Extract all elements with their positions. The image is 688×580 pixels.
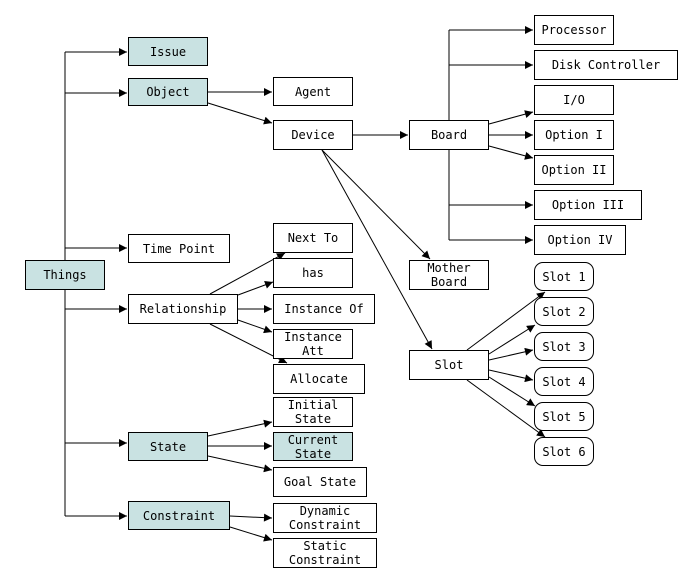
node-dynamic-constraint: Dynamic Constraint — [273, 503, 377, 533]
node-slot-1: Slot 1 — [534, 262, 594, 291]
node-things: Things — [25, 260, 105, 290]
node-instance-of: Instance Of — [273, 294, 375, 324]
node-mother-board: Mother Board — [409, 260, 489, 290]
edge-state-initial-state — [207, 419, 273, 437]
node-disk-controller: Disk Controller — [534, 50, 678, 80]
node-state: State — [128, 432, 208, 461]
node-slot: Slot — [409, 350, 489, 380]
node-constraint: Constraint — [128, 501, 230, 530]
edge-slot-slot-6 — [466, 379, 546, 438]
node-io: I/O — [534, 85, 614, 115]
node-slot-4: Slot 4 — [534, 367, 594, 396]
node-instance-att: Instance Att — [273, 329, 353, 359]
node-allocate: Allocate — [273, 364, 365, 394]
node-object: Object — [128, 78, 208, 106]
node-slot-2: Slot 2 — [534, 297, 594, 326]
node-device: Device — [273, 120, 353, 150]
node-option-iii: Option III — [534, 190, 642, 220]
edge-relationship-has — [237, 281, 274, 296]
node-option-i: Option I — [534, 120, 614, 150]
edge-constraint-dynamic — [229, 513, 273, 522]
edge-device-mother-board — [321, 149, 431, 260]
node-slot-3: Slot 3 — [534, 332, 594, 361]
edge-object-device — [207, 102, 273, 125]
edge-state-goal-state — [207, 455, 273, 473]
edge-board-option-ii — [488, 145, 534, 160]
edge-slot-slot-1 — [466, 291, 546, 351]
node-processor: Processor — [534, 15, 614, 45]
node-slot-5: Slot 5 — [534, 402, 594, 431]
node-issue: Issue — [128, 37, 208, 66]
node-slot-6: Slot 6 — [534, 437, 594, 466]
node-goal-state: Goal State — [273, 467, 367, 497]
edge-slot-slot-3 — [488, 347, 534, 361]
node-option-ii: Option II — [534, 155, 614, 185]
node-agent: Agent — [273, 77, 353, 106]
edge-slot-slot-4 — [488, 369, 534, 383]
edge-device-slot — [321, 149, 433, 350]
node-time-point: Time Point — [128, 234, 230, 263]
node-next-to: Next To — [273, 223, 353, 253]
edge-relationship-next-to — [209, 252, 286, 295]
node-board: Board — [409, 120, 489, 150]
node-relationship: Relationship — [128, 294, 238, 324]
node-initial-state: Initial State — [273, 397, 353, 427]
edge-slot-slot-5 — [488, 376, 536, 407]
node-has: has — [273, 258, 353, 288]
edge-relationship-instance-att — [237, 319, 273, 334]
edge-slot-slot-2 — [488, 324, 536, 355]
node-option-iv: Option IV — [534, 225, 626, 255]
node-current-state: Current State — [273, 432, 353, 461]
edge-constraint-static — [229, 526, 273, 542]
node-static-constraint: Static Constraint — [273, 538, 377, 568]
edge-board-io — [488, 110, 534, 125]
